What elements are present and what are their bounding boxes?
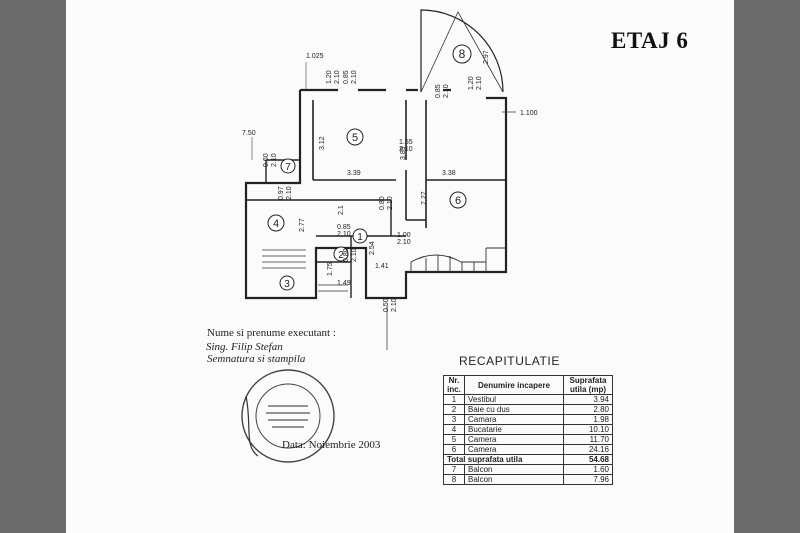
- svg-text:3.39: 3.39: [347, 170, 361, 177]
- room-number: 5: [352, 132, 358, 144]
- svg-text:1.75: 1.75: [327, 262, 334, 276]
- svg-text:2.10: 2.10: [391, 298, 398, 312]
- svg-text:2.10: 2.10: [351, 248, 358, 262]
- recap-header-row: Nr. inc. Denumire incapere Suprafata uti…: [443, 375, 613, 395]
- svg-text:1.20: 1.20: [468, 76, 475, 90]
- svg-text:0.85: 0.85: [343, 70, 350, 84]
- svg-text:1.100: 1.100: [520, 110, 538, 117]
- svg-text:0.85: 0.85: [337, 224, 351, 231]
- official-stamp: [241, 369, 335, 463]
- svg-text:3.89: 3.89: [400, 146, 407, 160]
- dimension-labels: 1.025 0.85 2.10 1.20 2.10 0.85 2.10 1.20…: [242, 50, 538, 312]
- total-row: Total suprafata utila 54.68: [443, 454, 613, 465]
- svg-text:2.10: 2.10: [443, 84, 450, 98]
- svg-text:1.55: 1.55: [399, 139, 413, 146]
- table-row: 7 Balcon 1.60: [443, 464, 613, 475]
- svg-text:2.77: 2.77: [299, 218, 306, 232]
- svg-text:0.97: 0.97: [278, 186, 285, 200]
- svg-text:3.12: 3.12: [319, 136, 326, 150]
- svg-text:2.10: 2.10: [476, 76, 483, 90]
- left-margin: [0, 0, 66, 533]
- table-row: 4 Bucatarie 10.10: [443, 424, 613, 435]
- svg-text:1.20: 1.20: [326, 70, 333, 84]
- table-row: 2 Baie cu dus 2.80: [443, 404, 613, 415]
- floor-title: ETAJ 6: [611, 28, 689, 53]
- svg-text:0.85: 0.85: [435, 84, 442, 98]
- svg-text:0.50: 0.50: [383, 298, 390, 312]
- svg-text:0.80: 0.80: [379, 196, 386, 210]
- svg-text:0.80: 0.80: [343, 248, 350, 262]
- svg-text:0.60: 0.60: [263, 153, 270, 167]
- table-row: 8 Balcon 7.96: [443, 474, 613, 485]
- room-number: 2: [338, 250, 344, 261]
- room-number: 7: [285, 162, 291, 173]
- svg-text:1.00: 1.00: [397, 232, 411, 239]
- table-row: 6 Camera 24.16: [443, 444, 613, 455]
- svg-text:2.10: 2.10: [397, 239, 411, 246]
- svg-text:1.025: 1.025: [306, 53, 324, 60]
- svg-text:7.27: 7.27: [421, 191, 428, 205]
- svg-text:2.54: 2.54: [369, 241, 376, 255]
- col-header-area: Suprafata utila (mp): [563, 375, 613, 395]
- document-page: ETAJ 6: [66, 0, 734, 533]
- svg-text:2.97: 2.97: [483, 50, 490, 64]
- svg-text:2.10: 2.10: [334, 70, 341, 84]
- svg-text:7.50: 7.50: [242, 130, 256, 137]
- col-header-name: Denumire incapere: [464, 375, 564, 395]
- room-number: 3: [284, 279, 290, 290]
- svg-text:2.10: 2.10: [271, 153, 278, 167]
- svg-text:1.41: 1.41: [375, 263, 389, 270]
- svg-text:3.38: 3.38: [442, 170, 456, 177]
- room-number: 8: [459, 47, 466, 61]
- table-row: 5 Camera 11.70: [443, 434, 613, 445]
- room-number: 1: [357, 232, 363, 243]
- table-row: 3 Camara 1.98: [443, 414, 613, 425]
- recap-table: Nr. inc. Denumire incapere Suprafata uti…: [443, 375, 613, 485]
- executor-label: Nume si prenume executant :: [207, 327, 336, 339]
- svg-text:2.10: 2.10: [286, 186, 293, 200]
- svg-text:2.10: 2.10: [387, 196, 394, 210]
- svg-text:2.10: 2.10: [351, 70, 358, 84]
- svg-text:2.10: 2.10: [337, 231, 351, 238]
- room-number: 6: [455, 195, 461, 207]
- col-header-nr: Nr. inc.: [443, 375, 465, 395]
- right-margin: [734, 0, 800, 533]
- room-number: 4: [273, 218, 279, 230]
- recap-title: RECAPITULATIE: [459, 354, 560, 368]
- executor-name: Sing. Filip Stefan: [206, 341, 283, 353]
- total-label: Total suprafata utila: [443, 454, 564, 465]
- room-markers: 1 2 3 4 5 6 7 8: [267, 44, 472, 291]
- signature-stamp-label: Semnatura si stampila: [207, 353, 306, 365]
- svg-text:2.10: 2.10: [399, 146, 413, 153]
- svg-text:1.49: 1.49: [337, 280, 351, 287]
- table-row: 1 Vestibul 3.94: [443, 394, 613, 405]
- svg-text:2.1: 2.1: [338, 205, 345, 215]
- total-value: 54.68: [563, 454, 613, 465]
- document-date: Data: Noiembrie 2003: [282, 439, 381, 451]
- floor-plan: 1 2 3 4 5 6 7 8 1.025 0.85 2.10 1.20 2.1…: [242, 9, 538, 350]
